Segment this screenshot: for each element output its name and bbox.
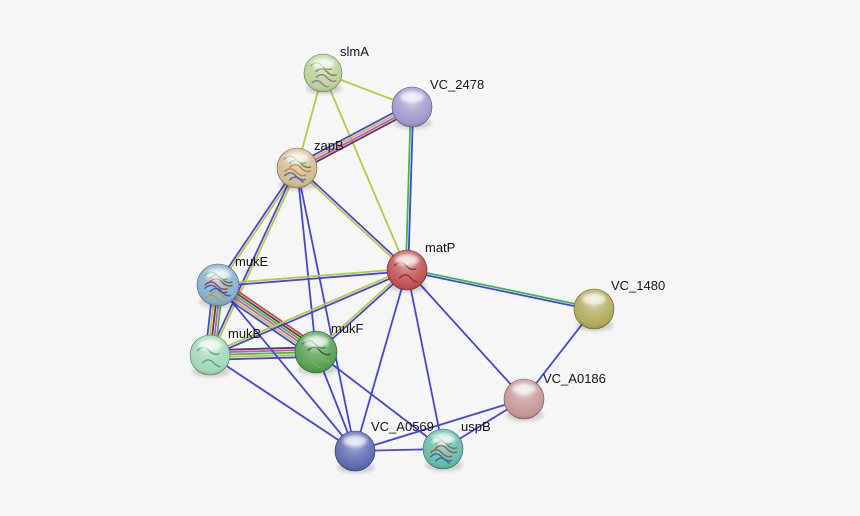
edge-VC_A0569-mukB[interactable] [209,354,356,452]
node-highlight [400,91,424,103]
evidence-line-neighborhood [404,106,412,270]
node-highlight [303,335,329,348]
labels-layer: slmA VC_2478 zapB matP mukE mukB mukF VC_1480VC… [228,44,665,434]
evidence-line-neighborhood [407,267,595,309]
node-highlight [285,152,309,164]
edge-zapB-VC_A0569[interactable] [296,167,356,452]
node-highlight [395,254,419,266]
node-highlight [343,435,367,447]
node-slmA[interactable] [303,53,343,95]
node-zapB[interactable] [276,147,318,191]
node-VC_A0569[interactable] [334,430,376,474]
node-label-mukF: mukF [331,321,364,336]
node-label-matP: matP [425,240,455,255]
edge-VC_A0569-mukE[interactable] [217,284,356,452]
node-uspB[interactable] [422,428,464,472]
node-mukF[interactable] [294,330,338,376]
node-mukB[interactable] [189,334,231,378]
evidence-line-cooccurrence [354,398,525,452]
node-mukE[interactable] [196,263,240,309]
node-highlight [512,383,536,395]
evidence-line-experiments [297,107,413,170]
edge-VC_2478-matP[interactable] [404,106,415,271]
evidence-line-textmining [217,267,407,285]
node-label-zapB: zapB [314,138,344,153]
node-label-VC_2478: VC_2478 [430,77,484,92]
evidence-line-cooccurrence [406,270,594,312]
edge-VC_A0186-VC_A0569[interactable] [354,398,525,452]
edge-matP-VC_A0186[interactable] [406,269,525,400]
node-VC_2478[interactable] [391,86,433,130]
node-highlight [582,293,606,305]
node-label-uspB: uspB [461,419,491,434]
node-label-VC_A0569: VC_A0569 [371,419,434,434]
evidence-line-cooccurrence [406,269,525,400]
edge-mukB-matP[interactable] [209,268,408,357]
evidence-line-textmining [322,72,408,271]
node-VC_A0186[interactable] [503,378,545,422]
node-VC_1480[interactable] [573,288,615,332]
edge-zapB-mukF[interactable] [296,167,317,353]
node-highlight [431,433,455,445]
evidence-line-textmining [209,268,407,355]
evidence-line-cooccurrence [210,270,408,357]
edge-mukF-uspB[interactable] [315,351,444,450]
evidence-line-cooccurrence [208,167,297,355]
evidence-line-cooccurrence [218,270,408,288]
evidence-line-cooccurrence [354,269,408,452]
node-label-mukE: mukE [235,254,269,269]
evidence-line-textmining [210,168,299,356]
evidence-line-cooccurrence [407,107,415,271]
evidence-line-cooccurrence [217,284,356,452]
evidence-line-cooccurrence [209,354,356,452]
evidence-line-cooccurrence [296,167,317,353]
edge-mukE-matP[interactable] [217,267,408,288]
edge-matP-VC_A0569[interactable] [354,269,408,452]
edge-zapB-mukB[interactable] [208,167,299,356]
node-highlight [198,339,222,351]
node-highlight [205,268,231,281]
node-matP[interactable] [386,249,428,293]
nodes-layer [189,53,615,474]
edge-matP-uspB[interactable] [406,269,444,450]
evidence-line-cooccurrence [296,167,356,452]
evidence-line-cooccurrence [406,269,444,450]
node-label-slmA: slmA [340,44,369,59]
node-label-mukB: mukB [228,326,261,341]
evidence-line-coexpression [298,109,415,172]
node-label-VC_A0186: VC_A0186 [543,371,606,386]
node-label-VC_1480: VC_1480 [611,278,665,293]
edge-zapB-VC_2478[interactable] [294,103,415,172]
edge-matP-VC_1480[interactable] [406,267,595,312]
evidence-line-cooccurrence [294,103,411,166]
evidence-line-cooccurrence [315,351,444,450]
node-highlight [311,58,335,69]
evidence-line-textmining [296,105,412,168]
edge-slmA-matP[interactable] [322,72,408,271]
